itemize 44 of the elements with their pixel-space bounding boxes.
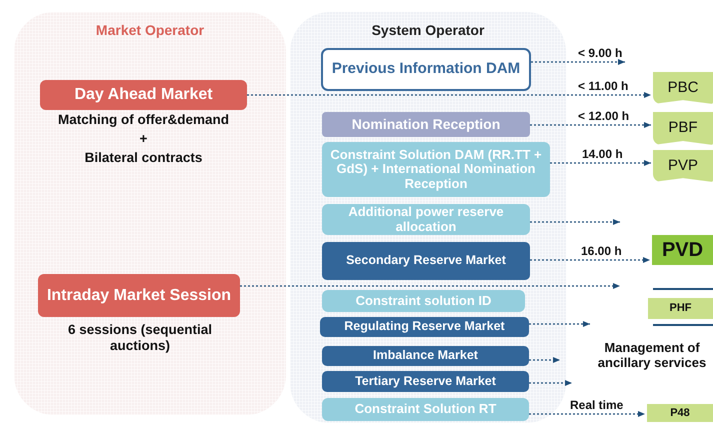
process-box: Day Ahead Market bbox=[40, 80, 247, 110]
tag-label: PBF bbox=[653, 112, 713, 145]
tag-label: PBC bbox=[653, 72, 713, 104]
process-box: Secondary Reserve Market bbox=[322, 242, 530, 280]
node-caption: + bbox=[138, 131, 148, 148]
process-box: Imbalance Market bbox=[322, 346, 529, 366]
time-label: < 12.00 h bbox=[578, 109, 630, 123]
dotted-arrow bbox=[530, 122, 651, 128]
dotted-arrow bbox=[529, 380, 572, 386]
time-label: 16.00 h bbox=[581, 244, 622, 258]
node-caption: Matching of offer&demand bbox=[57, 112, 230, 128]
process-box: Tertiary Reserve Market bbox=[322, 371, 529, 392]
tag-label: PVD bbox=[652, 235, 713, 265]
process-box: Nomination Reception bbox=[322, 112, 530, 137]
time-label: < 9.00 h bbox=[578, 46, 622, 60]
dotted-arrow bbox=[529, 357, 560, 363]
tag-label: P48 bbox=[647, 404, 713, 422]
time-label: < 11.00 h bbox=[578, 79, 628, 93]
tag-label: PHF bbox=[648, 298, 713, 319]
dotted-arrow bbox=[550, 160, 651, 166]
dotted-arrow bbox=[529, 411, 645, 417]
process-box: Additional power reserve allocation bbox=[322, 204, 530, 235]
time-label: 14.00 h bbox=[582, 147, 623, 161]
dotted-arrow bbox=[530, 219, 620, 225]
process-box: Constraint Solution DAM (RR.TT + GdS) + International Nomination Reception bbox=[322, 142, 550, 197]
panel-heading: Market Operator bbox=[94, 22, 206, 38]
dotted-arrow bbox=[529, 321, 590, 327]
dotted-arrow bbox=[247, 92, 651, 98]
panel-background bbox=[14, 12, 286, 415]
dotted-arrow bbox=[531, 59, 625, 65]
dotted-arrow bbox=[240, 283, 620, 289]
process-box: Previous Information DAM bbox=[321, 48, 531, 91]
tag-label: PVP bbox=[653, 150, 713, 182]
process-box: Constraint solution ID bbox=[322, 290, 525, 312]
dotted-arrow bbox=[530, 257, 650, 263]
process-box: Intraday Market Session bbox=[38, 274, 240, 317]
panel-background bbox=[290, 12, 566, 423]
process-box: Constraint Solution RT bbox=[322, 398, 529, 421]
node-caption: 6 sessions (sequential auctions) bbox=[66, 322, 214, 354]
time-label: Real time bbox=[570, 398, 624, 412]
node-caption: Bilateral contracts bbox=[84, 150, 204, 166]
process-box: Regulating Reserve Market bbox=[320, 317, 529, 337]
panel-heading: System Operator bbox=[370, 22, 486, 38]
note-text: Management of ancillary services bbox=[596, 341, 708, 371]
